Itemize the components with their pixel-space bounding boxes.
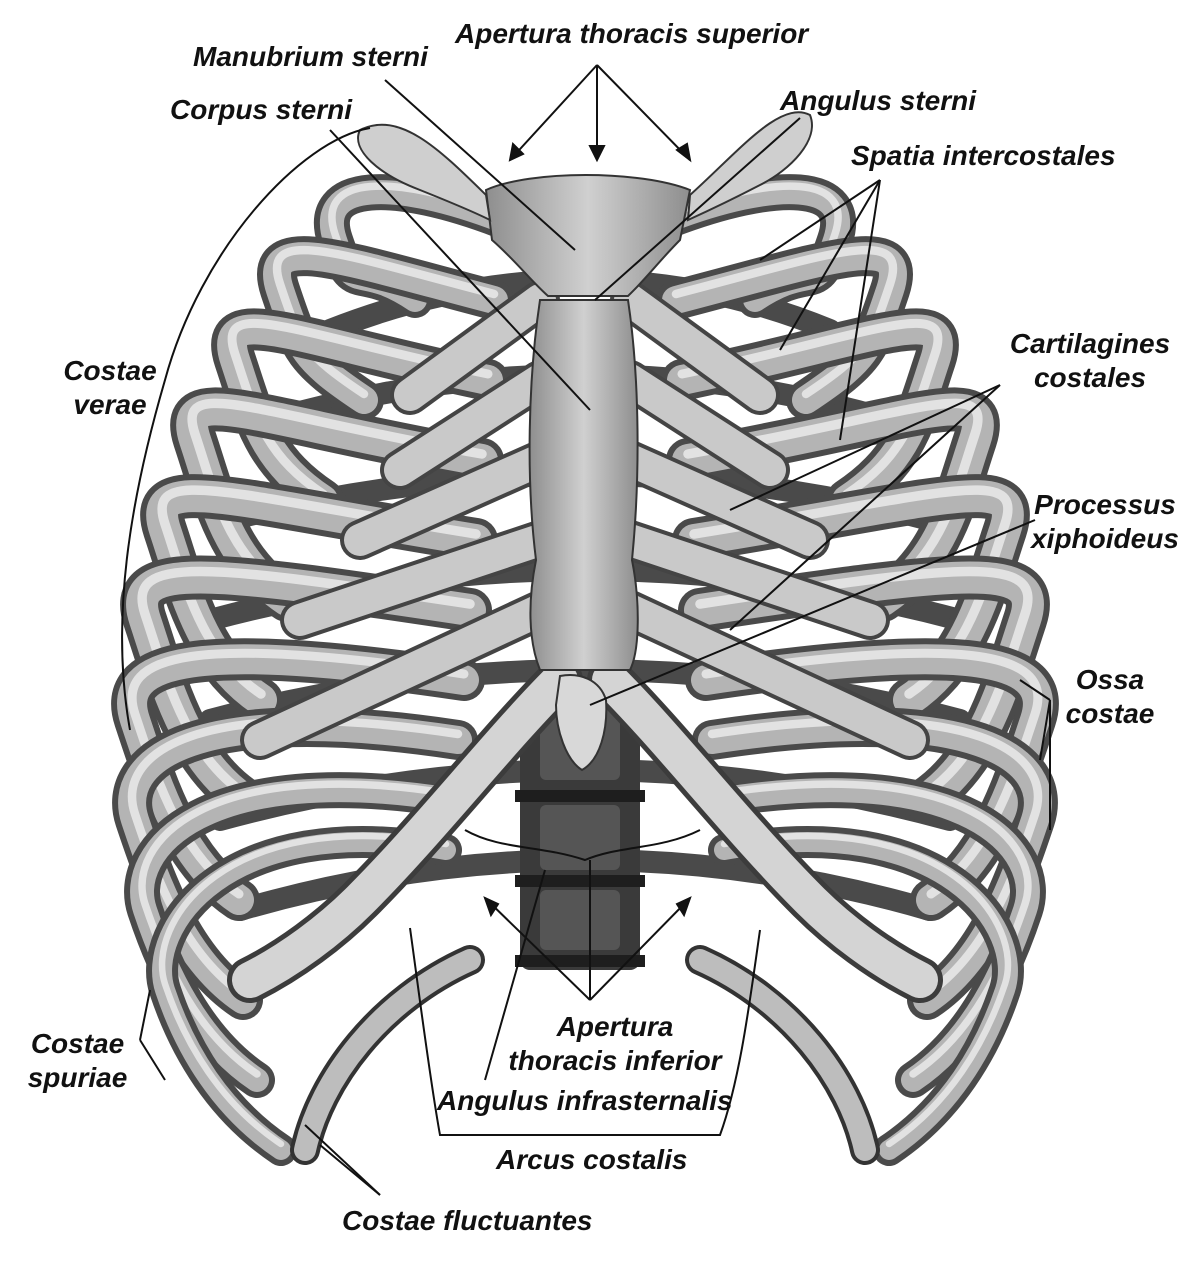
leader-apertura-inferior-a xyxy=(484,897,591,1001)
label-manubrium-sterni: Manubrium sterni xyxy=(193,41,428,72)
label-costae-verae: Costae verae xyxy=(50,354,170,422)
arrow-head-superior-c xyxy=(675,142,692,163)
left-cartilage-4 xyxy=(344,444,556,556)
label-processus-line1: Processus xyxy=(1034,489,1176,520)
left-rib-3-highlight xyxy=(227,318,493,499)
sternum xyxy=(357,111,813,772)
sternum-body-shape xyxy=(528,299,639,671)
leader-apertura-inferior-b xyxy=(589,897,691,1001)
leader-arcus-bracket xyxy=(409,927,761,1136)
label-processus-xiphoideus: Processus xiphoideus xyxy=(1030,488,1180,556)
left-floating-rib xyxy=(294,949,481,1161)
right-cartilage-5 xyxy=(614,524,886,636)
leader-spuriae-a xyxy=(139,989,151,1041)
left-rib-5-highlight xyxy=(157,485,481,699)
left-rib-9-highlight xyxy=(138,780,456,1078)
leader-apertura-superior-c xyxy=(596,64,691,161)
left-rib-10-highlight xyxy=(158,832,450,1148)
label-angulus-sterni: Angulus sterni xyxy=(780,85,977,116)
arrow-head-superior-a xyxy=(508,141,525,162)
label-costae-fluctuantes: Costae fluctuantes xyxy=(342,1205,593,1236)
left-costal-arch xyxy=(232,662,578,998)
right-cartilage-4 xyxy=(614,444,826,556)
label-ossa-line1: Ossa xyxy=(1075,664,1145,695)
leader-apertura-superior-a xyxy=(509,64,598,161)
right-rib-9-highlight xyxy=(714,780,1032,1078)
leader-corpus xyxy=(329,129,591,411)
leader-manubrium xyxy=(384,79,576,251)
left-cartilage-3 xyxy=(384,364,556,486)
leader-angulus-sterni xyxy=(594,117,801,301)
leader-cartilagines-b xyxy=(729,384,1001,631)
label-ossa-line2: costae xyxy=(1065,698,1155,729)
right-rib-10-highlight xyxy=(720,832,1012,1148)
right-cartilage-3 xyxy=(614,364,786,486)
left-clavicle xyxy=(357,123,492,222)
label-apertura-inferior: Apertura thoracis inferior xyxy=(490,1010,740,1078)
label-ossa-costae: Ossa costae xyxy=(1060,663,1160,731)
label-cartilagines-line2: costales xyxy=(1033,362,1147,393)
label-apertura-inferior-line1: Apertura xyxy=(556,1011,674,1042)
manubrium-shape xyxy=(484,174,692,297)
leader-angulus-infrasternalis xyxy=(484,869,546,1081)
arrow-head-inferior-b xyxy=(675,896,692,918)
label-costae-spuriae: Costae spuriae xyxy=(20,1027,135,1095)
left-rib-4-highlight xyxy=(187,398,487,599)
label-spatia-intercostales: Spatia intercostales xyxy=(851,140,1116,171)
leader-ossa-a xyxy=(1019,679,1051,701)
leader-angulus-bracket xyxy=(464,829,701,862)
label-processus-line2: xiphoideus xyxy=(1031,523,1179,554)
leader-spatia-b xyxy=(779,179,881,351)
label-cartilagines-costales: Cartilagines costales xyxy=(1000,327,1180,395)
label-arcus-costalis: Arcus costalis xyxy=(496,1144,688,1175)
arrow-head-inferior-a xyxy=(483,896,500,918)
label-spuriae-line2: spuriae xyxy=(27,1062,128,1093)
leader-fluctuantes-b xyxy=(304,1124,381,1196)
leader-spatia-c xyxy=(839,179,881,441)
label-spuriae-line1: Costae xyxy=(30,1028,125,1059)
xiphoid-shape xyxy=(554,674,608,772)
left-cartilage-2 xyxy=(394,284,556,411)
leader-processus xyxy=(589,519,1036,706)
right-rib-3-highlight xyxy=(677,318,943,499)
leader-ossa-b xyxy=(1039,699,1051,761)
label-costae-verae-line1: Costae xyxy=(63,355,157,386)
label-corpus-sterni: Corpus sterni xyxy=(170,94,353,125)
label-apertura-superior: Apertura thoracis superior xyxy=(455,18,809,49)
right-costal-arch xyxy=(592,662,938,998)
label-angulus-infrasternalis: Angulus infrasternalis xyxy=(437,1085,733,1116)
arrow-head-superior-b xyxy=(588,145,606,163)
leader-costae-verae-bracket xyxy=(121,127,371,731)
right-cartilage-6 xyxy=(614,594,926,756)
right-rib-5-highlight xyxy=(689,485,1013,699)
left-floating-rib-outline xyxy=(290,945,485,1165)
left-cartilage-5 xyxy=(284,524,556,636)
leader-lines xyxy=(121,64,1051,1196)
label-apertura-inferior-line2: thoracis inferior xyxy=(508,1045,722,1076)
leader-cartilagines-a xyxy=(729,384,1001,511)
label-cartilagines-line1: Cartilagines xyxy=(1009,328,1171,359)
leader-spatia-a xyxy=(759,179,881,261)
label-costae-verae-line2: verae xyxy=(73,389,147,420)
left-cartilage-6 xyxy=(244,594,556,756)
costal-cartilages xyxy=(227,280,943,1165)
right-cartilage-2 xyxy=(614,284,776,411)
right-clavicle xyxy=(686,111,813,222)
leader-spuriae-b xyxy=(139,1039,166,1081)
right-floating-rib xyxy=(689,949,876,1161)
